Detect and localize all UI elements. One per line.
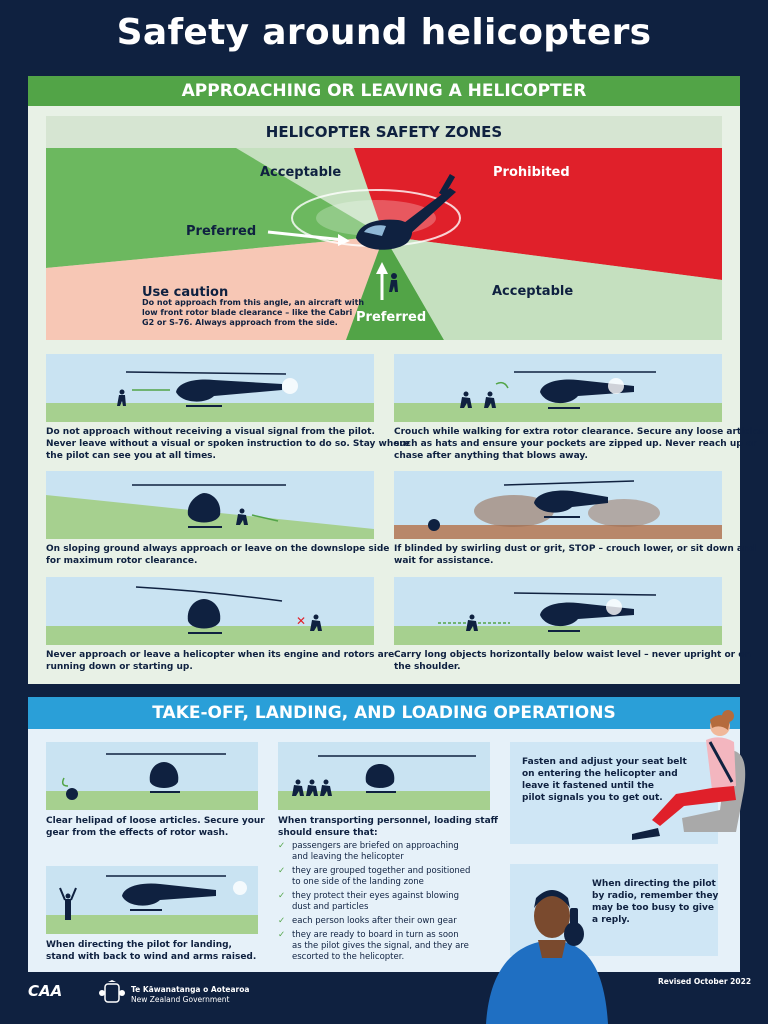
operator-icon [486, 940, 608, 1024]
seatbelt-line-1: Fasten and adjust your seat belt [522, 757, 687, 767]
seatbelt-icon [708, 741, 734, 783]
loading-line-1: When transporting personnel, loading sta… [278, 816, 498, 826]
tip-4-line-2: wait for assistance. [394, 556, 494, 566]
person-icon [460, 397, 472, 408]
scene-long-objects [394, 577, 722, 645]
tip-1-line-1: Do not approach without receiving a visu… [46, 427, 375, 437]
scene-helipad [46, 742, 258, 810]
helicopter-icon [149, 762, 179, 788]
section-banner-takeoff: TAKE-OFF, LANDING, AND LOADING OPERATION… [28, 697, 740, 729]
tip-2-line-2: such as hats and ensure your pockets are… [394, 439, 757, 449]
radio-line-2: by radio, remember they [592, 891, 719, 901]
section-banner-approaching: APPROACHING OR LEAVING A HELICOPTER [28, 76, 740, 106]
tip-6-line-2: the shoulder. [394, 662, 461, 672]
nz-government-maori: Te Kāwanatanga o Aotearoa [131, 985, 250, 994]
arrow-preferred-left-icon [267, 230, 345, 242]
zone-label-preferred-left: Preferred [186, 224, 257, 239]
tip-2-line-1: Crouch while walking for extra rotor cle… [394, 427, 765, 437]
revised-date: Revised October 2022 [658, 977, 752, 986]
seatbelt-line-3: leave it fastened until the [522, 781, 654, 791]
checklist-item: ✓they are grouped together and positione… [278, 866, 471, 887]
helicopter-icon [187, 493, 221, 523]
check-icon: ✓ [278, 891, 286, 901]
helicopter-icon [176, 379, 282, 402]
cross-icon: ✕ [296, 614, 306, 628]
seatbelt-line-4: pilot signals you to get out. [522, 793, 663, 803]
person-icon [428, 519, 440, 531]
zone-acceptable-bottom [384, 236, 722, 340]
person-icon [466, 620, 478, 631]
zone-label-use-caution: Use caution [142, 285, 229, 300]
person-icon [65, 899, 71, 920]
tip-5-line-2: running down or starting up. [46, 662, 193, 672]
nz-crest-icon [99, 980, 125, 1003]
use-caution-detail-2: low front rotor blade clearance – like t… [142, 308, 353, 317]
seated-passenger-illustration [632, 710, 746, 840]
scene-visual-signal [46, 354, 374, 422]
radio-line-1: When directing the pilot [592, 879, 716, 889]
helipad-line-1: Clear helipad of loose articles. Secure … [46, 816, 265, 826]
nz-government-english: New Zealand Government [131, 995, 230, 1004]
helipad-line-2: gear from the effects of rotor wash. [46, 828, 229, 838]
checklist-item: ✓they are ready to board in turn as soon… [278, 930, 469, 962]
helicopter-icon [534, 490, 608, 513]
helicopter-icon [365, 764, 395, 788]
safety-zones-diagram [46, 148, 722, 340]
tip-3-line-2: for maximum rotor clearance. [46, 556, 198, 566]
person-icon [292, 785, 304, 796]
tip-1-line-2: Never leave without a visual or spoken i… [46, 439, 410, 449]
helicopter-icon [122, 883, 216, 906]
tip-4-line-1: If blinded by swirling dust or grit, STO… [394, 544, 756, 554]
safety-zones-heading: HELICOPTER SAFETY ZONES [46, 116, 722, 148]
landing-line-2: stand with back to wind and arms raised. [46, 952, 257, 962]
scene-slope [46, 471, 374, 539]
person-icon [236, 514, 248, 525]
caa-logo: CAA [28, 982, 63, 1000]
check-icon: ✓ [278, 866, 286, 876]
zone-label-prohibited: Prohibited [493, 165, 570, 180]
person-icon [389, 280, 398, 292]
tip-2-line-3: chase after anything that blows away. [394, 451, 588, 461]
tip-3-line-1: On sloping ground always approach or lea… [46, 544, 390, 554]
person-icon [66, 788, 78, 800]
scene-landing-direction [46, 866, 258, 934]
zone-label-acceptable-top: Acceptable [260, 165, 342, 180]
person-icon [117, 395, 126, 406]
scene-dust [394, 471, 722, 539]
zone-label-preferred-bottom: Preferred [356, 310, 427, 325]
check-icon: ✓ [278, 930, 286, 940]
check-icon: ✓ [278, 841, 286, 851]
radio-line-4: a reply. [592, 915, 630, 925]
page-title: Safety around helicopters [116, 12, 652, 53]
zone-use-caution [46, 236, 384, 340]
checklist-item: ✓each person looks after their own gear [278, 916, 457, 926]
scene-rotors-running: ✕ [46, 577, 374, 645]
seatbelt-line-2: on entering the helicopter and [522, 769, 678, 779]
person-icon [306, 785, 318, 796]
zone-preferred-left [46, 148, 384, 268]
use-caution-detail-3: G2 or S-76. Always approach from the sid… [142, 318, 338, 327]
landing-line-1: When directing the pilot for landing, [46, 940, 232, 950]
checklist-item: ✓they protect their eyes against blowing… [278, 891, 460, 912]
zone-label-acceptable-bottom: Acceptable [492, 284, 574, 299]
tip-1-line-3: the pilot can see you at all times. [46, 451, 216, 461]
person-icon [484, 397, 496, 408]
person-icon [310, 620, 322, 631]
helicopter-icon [356, 219, 413, 250]
scene-loading-personnel [278, 742, 490, 810]
scene-crouch [394, 354, 722, 422]
use-caution-detail-1: Do not approach from this angle, an airc… [142, 298, 365, 307]
loading-line-2: should ensure that: [278, 828, 378, 838]
radio-operator-illustration [486, 890, 608, 1024]
tip-5-line-1: Never approach or leave a helicopter whe… [46, 650, 395, 660]
person-icon [320, 785, 332, 796]
radio-line-3: may be too busy to give [592, 903, 714, 913]
check-icon: ✓ [278, 916, 286, 926]
helicopter-icon [187, 599, 221, 629]
tip-6-line-1: Carry long objects horizontally below wa… [394, 650, 751, 660]
